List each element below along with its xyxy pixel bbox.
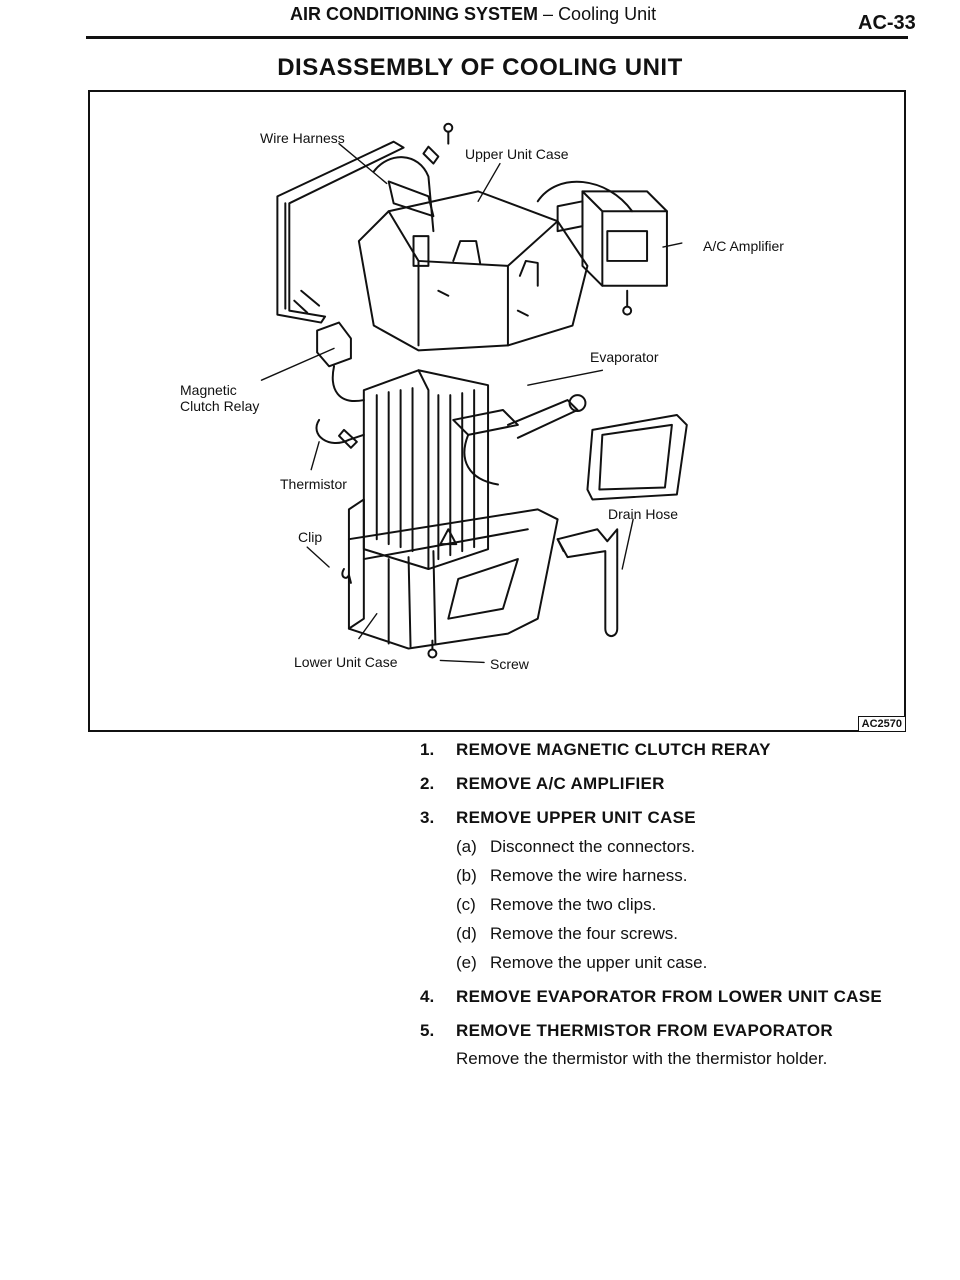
substep: (a) Disconnect the connectors. xyxy=(456,837,940,857)
upper-unit-case-shape xyxy=(357,190,589,352)
lower-unit-case-shape xyxy=(347,498,559,650)
screw-shape xyxy=(427,639,438,659)
bracket-frame xyxy=(276,140,405,324)
callout-evaporator: Evaporator xyxy=(590,349,659,365)
drain-hose-shape xyxy=(556,528,619,638)
step-number: 5. xyxy=(420,1021,435,1040)
callout-ac-amplifier: A/C Amplifier xyxy=(703,238,784,254)
substep-text: Remove the wire harness. xyxy=(490,866,688,885)
page-title: DISASSEMBLY OF COOLING UNIT xyxy=(277,54,683,81)
callout-magnetic: Magnetic xyxy=(180,382,237,398)
cooling-unit-exploded-view xyxy=(260,122,688,664)
substep-text: Remove the two clips. xyxy=(490,895,657,914)
clip-shape xyxy=(341,568,352,584)
section-title: AIR CONDITIONING SYSTEM xyxy=(290,4,539,24)
substep: (c) Remove the two clips. xyxy=(456,895,940,915)
step-2: 2. REMOVE A/C AMPLIFIER xyxy=(420,774,940,794)
procedure-steps: 1. REMOVE MAGNETIC CLUTCH RERAY 2. REMOV… xyxy=(420,740,940,1083)
ac-amplifier-shape xyxy=(556,190,668,316)
header-separator: – xyxy=(543,4,554,24)
step-1: 1. REMOVE MAGNETIC CLUTCH RERAY xyxy=(420,740,940,760)
page-number: AC-33 xyxy=(858,12,916,34)
thermistor-shape xyxy=(315,418,365,449)
step-number: 4. xyxy=(420,987,435,1006)
callout-drain-hose: Drain Hose xyxy=(608,506,679,522)
substep: (b) Remove the wire harness. xyxy=(456,866,940,886)
step-3: 3. REMOVE UPPER UNIT CASE (a) Disconnect… xyxy=(420,808,940,973)
exploded-diagram-figure: Wire Harness Upper Unit Case A/C Amplifi… xyxy=(88,90,906,732)
substep-text: Remove the upper unit case. xyxy=(490,953,708,972)
substep: (d) Remove the four screws. xyxy=(456,924,940,944)
callout-thermistor: Thermistor xyxy=(280,476,347,492)
substep-text: Disconnect the connectors. xyxy=(490,837,696,856)
figure-code: AC2570 xyxy=(857,716,906,732)
magnetic-clutch-relay-shape xyxy=(293,289,365,402)
step-title: REMOVE A/C AMPLIFIER xyxy=(456,774,665,793)
callout-leaders xyxy=(260,142,683,664)
step-note: Remove the thermistor with the thermisto… xyxy=(456,1049,828,1068)
page-header: AIR CONDITIONING SYSTEM – Cooling Unit xyxy=(290,4,656,25)
substep: (e) Remove the upper unit case. xyxy=(456,953,940,973)
substep-letter: (c) xyxy=(456,895,476,914)
wire-harness-shape xyxy=(372,122,634,267)
callout-screw: Screw xyxy=(490,656,529,672)
callout-clip: Clip xyxy=(298,529,323,545)
step-5: 5. REMOVE THERMISTOR FROM EVAPORATOR Rem… xyxy=(420,1021,940,1069)
step-title: REMOVE MAGNETIC CLUTCH RERAY xyxy=(456,740,771,759)
substep-letter: (d) xyxy=(456,924,477,943)
callout-clutch-relay: Clutch Relay xyxy=(180,398,260,414)
subsection-title: Cooling Unit xyxy=(558,4,657,24)
step-number: 3. xyxy=(420,808,435,827)
step-number: 2. xyxy=(420,774,435,793)
substep-letter: (b) xyxy=(456,866,477,885)
substep-text: Remove the four screws. xyxy=(490,924,679,943)
filter-frame-shape xyxy=(586,413,688,501)
step-number: 1. xyxy=(420,740,435,759)
step-title: REMOVE THERMISTOR FROM EVAPORATOR xyxy=(456,1021,833,1040)
substep-letter: (a) xyxy=(456,837,477,856)
substep-letter: (e) xyxy=(456,953,477,972)
callout-upper-unit-case: Upper Unit Case xyxy=(465,146,569,162)
callout-wire-harness: Wire Harness xyxy=(260,130,345,146)
header-rule xyxy=(86,36,908,39)
step-4: 4. REMOVE EVAPORATOR FROM LOWER UNIT CAS… xyxy=(420,987,940,1007)
callout-lower-unit-case: Lower Unit Case xyxy=(294,654,398,670)
step-title: REMOVE UPPER UNIT CASE xyxy=(456,808,696,827)
step-title: REMOVE EVAPORATOR FROM LOWER UNIT CASE xyxy=(456,987,883,1006)
